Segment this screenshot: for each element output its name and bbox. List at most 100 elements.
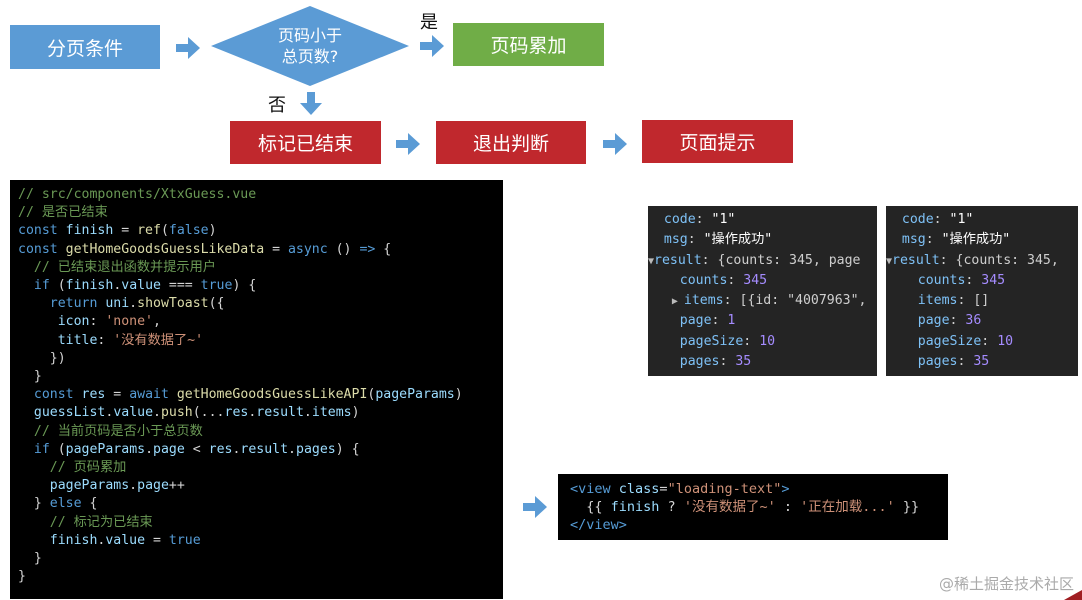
code-token: }} xyxy=(894,499,920,515)
code-token: : xyxy=(957,354,974,370)
code-token: ( xyxy=(49,278,66,294)
code-token xyxy=(886,273,918,288)
code-token: : xyxy=(981,333,998,349)
code-token xyxy=(886,334,918,349)
code-token: = xyxy=(105,387,130,403)
code-token: . xyxy=(105,405,114,421)
code-line: counts: 345 xyxy=(648,271,877,291)
code-token: : xyxy=(949,313,966,329)
code-token xyxy=(18,478,50,493)
code-token: "1" xyxy=(711,212,736,227)
code-token xyxy=(18,296,50,311)
code-token: '正在加载...' xyxy=(800,499,895,515)
code-token: pageParams xyxy=(65,441,146,457)
code-token: items xyxy=(311,405,352,421)
code-token: ( xyxy=(367,387,376,403)
code-token: else xyxy=(49,496,82,512)
code-line: pageParams.page++ xyxy=(18,477,495,495)
code-token: . xyxy=(303,405,312,421)
code-line: finish.value = true xyxy=(18,532,495,550)
code-line: ▶ items: [{id: "4007963", xyxy=(648,291,877,311)
code-line: // src/components/XtxGuess.vue xyxy=(18,186,495,204)
code-token: getHomeGoodsGuessLikeAPI xyxy=(176,387,368,403)
code-token: 10 xyxy=(997,333,1014,349)
code-token: true xyxy=(168,532,201,548)
code-line: pageSize: 10 xyxy=(648,332,877,352)
code-token: = xyxy=(659,481,668,497)
code-token: pages xyxy=(679,354,720,370)
code-token: : xyxy=(775,499,801,515)
code-token: { xyxy=(81,496,98,512)
code-token: "loading-text" xyxy=(667,481,782,497)
code-token: value xyxy=(121,278,161,294)
code-line: guessList.value.push(...res.result.items… xyxy=(18,404,495,422)
code-token: ) { xyxy=(335,441,360,457)
code-token: pageParams xyxy=(375,387,455,403)
code-line: <view class="loading-text"> xyxy=(570,480,936,498)
code-token xyxy=(886,354,918,369)
code-token: pageSize xyxy=(917,333,982,349)
code-token xyxy=(18,333,58,348)
mark-finished-box: 标记已结束 xyxy=(230,121,381,164)
response-panel-page-36: code: "1" msg: "操作成功"▼result: {counts: 3… xyxy=(886,206,1078,376)
code-token: "操作成功" xyxy=(941,232,1011,248)
code-token: 345 xyxy=(743,272,768,288)
code-token: async xyxy=(287,241,328,257)
code-token xyxy=(648,232,664,247)
code-token xyxy=(18,405,34,420)
code-token xyxy=(648,354,680,369)
code-line: const getHomeGoodsGuessLikeData = async … xyxy=(18,241,495,259)
corner-decoration xyxy=(1064,590,1082,600)
code-token: res xyxy=(81,387,106,403)
code-token: . xyxy=(153,405,161,421)
code-token: counts xyxy=(917,272,966,288)
code-line: {{ finish ? '没有数据了~' : '正在加载...' }} xyxy=(570,498,936,516)
code-token: result xyxy=(654,252,702,268)
code-token: => xyxy=(359,241,376,257)
code-token: 10 xyxy=(759,333,776,349)
code-line: // 标记为已结束 xyxy=(18,514,495,532)
code-token: page xyxy=(917,313,950,329)
code-token: : xyxy=(719,354,736,370)
code-token: "1" xyxy=(949,212,974,227)
code-token: page xyxy=(679,313,712,329)
code-token: } xyxy=(18,496,50,512)
code-token: pageSize xyxy=(679,333,744,349)
code-line: // 已结束退出函数并提示用户 xyxy=(18,259,495,277)
code-token xyxy=(886,293,918,308)
code-token: // src/components/XtxGuess.vue xyxy=(18,187,257,202)
code-line: icon: 'none', xyxy=(18,313,495,331)
code-token: // 是否已结束 xyxy=(18,205,108,221)
code-token xyxy=(648,313,680,328)
expand-toggle-icon[interactable]: ▼ xyxy=(648,255,655,267)
code-token xyxy=(886,313,918,328)
code-token: : xyxy=(97,332,114,348)
expand-toggle-icon[interactable]: ▼ xyxy=(886,255,893,267)
code-line: // 当前页码是否小于总页数 xyxy=(18,423,495,441)
code-token: } xyxy=(18,569,26,585)
code-line: } xyxy=(18,568,495,586)
code-line: items: [] xyxy=(886,291,1078,311)
code-token: . xyxy=(113,278,122,294)
arrow-right-icon xyxy=(396,133,420,155)
code-token: = xyxy=(264,241,288,257)
code-token: . xyxy=(97,532,106,548)
code-token: : xyxy=(743,333,760,349)
code-token: : xyxy=(727,272,744,288)
code-token: // 当前页码是否小于总页数 xyxy=(33,423,203,439)
code-token: res xyxy=(208,441,233,457)
code-token: <view xyxy=(570,481,619,497)
code-token xyxy=(648,273,680,288)
yes-label: 是 xyxy=(420,12,438,33)
code-token: . xyxy=(145,441,154,457)
expand-toggle-icon[interactable]: ▶ xyxy=(671,296,684,308)
code-token: finish xyxy=(65,223,114,239)
code-token: code xyxy=(901,212,934,227)
code-line: if (pageParams.page < res.result.pages) … xyxy=(18,441,495,459)
code-token: finish xyxy=(65,278,114,294)
arrow-right-icon xyxy=(420,35,444,57)
code-token: msg xyxy=(663,232,688,248)
code-token: , xyxy=(153,314,161,330)
code-token: pages xyxy=(296,441,336,457)
code-block-template: <view class="loading-text"> {{ finish ? … xyxy=(558,474,948,540)
